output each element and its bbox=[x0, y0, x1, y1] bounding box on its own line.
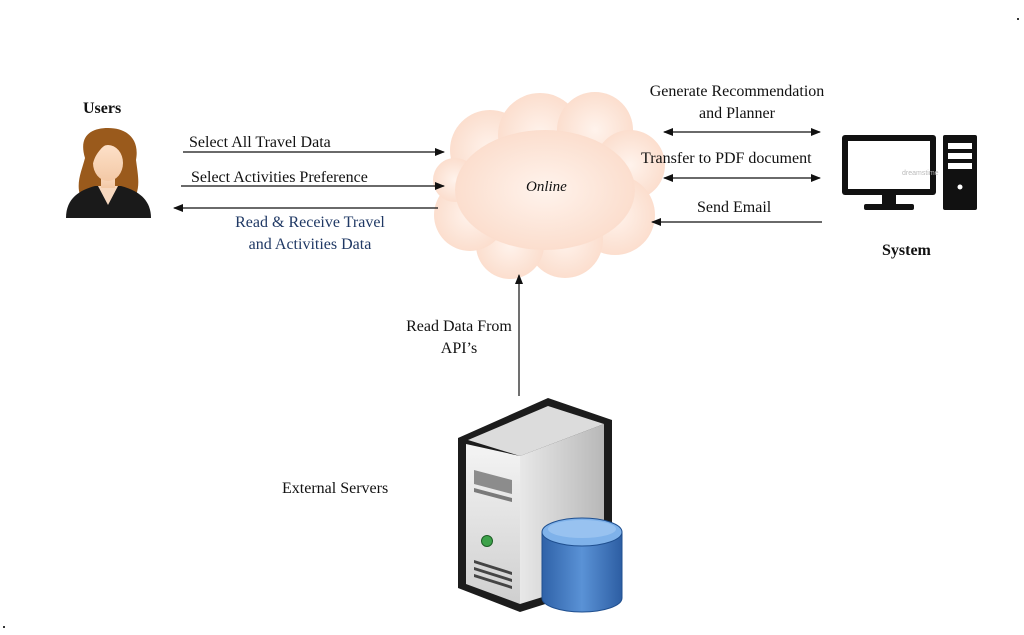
corner-dot-top bbox=[1017, 18, 1019, 20]
computer-icon: dreamstime bbox=[842, 135, 977, 210]
api-line2: API’s bbox=[440, 340, 478, 357]
system-label: System bbox=[882, 242, 931, 259]
api-label: Read Data From API’s bbox=[379, 316, 539, 360]
external-servers-label: External Servers bbox=[282, 480, 389, 497]
online-cloud bbox=[433, 92, 665, 279]
corner-dot-bottom bbox=[3, 626, 5, 628]
select-activities-label: Select Activities Preference bbox=[191, 169, 368, 186]
receive-data-line2: and Activities Data bbox=[248, 236, 372, 253]
svg-text:dreamstime: dreamstime bbox=[902, 170, 939, 177]
database-icon bbox=[541, 517, 623, 613]
receive-data-label: Read & Receive Travel and Activities Dat… bbox=[210, 212, 410, 256]
users-label: Users bbox=[83, 100, 122, 117]
select-travel-label: Select All Travel Data bbox=[189, 134, 331, 151]
online-label: Online bbox=[526, 179, 567, 195]
api-line1: Read Data From bbox=[406, 318, 512, 335]
generate-line1: Generate Recommendation bbox=[649, 83, 825, 100]
email-label: Send Email bbox=[697, 199, 772, 216]
receive-data-line1: Read & Receive Travel bbox=[235, 214, 385, 231]
user-icon bbox=[66, 128, 151, 218]
generate-label: Generate Recommendation and Planner bbox=[627, 81, 847, 125]
generate-line2: and Planner bbox=[699, 105, 775, 122]
pdf-label: Transfer to PDF document bbox=[641, 150, 812, 167]
